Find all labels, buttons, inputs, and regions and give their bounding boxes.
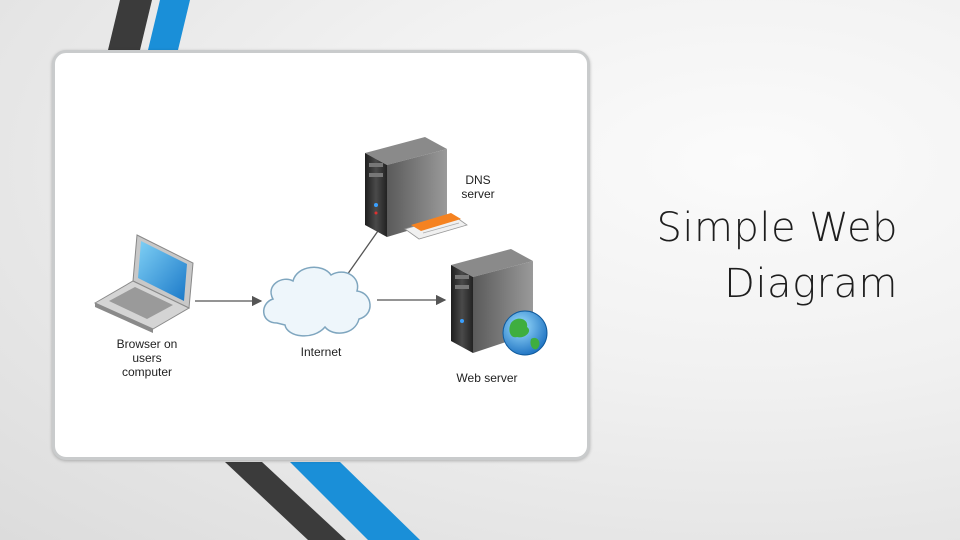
bottom-blue-stripe (290, 462, 420, 540)
dns-server-label: DNS server (461, 173, 495, 201)
title-line-1: Simple Web (656, 205, 898, 251)
globe-icon (502, 310, 548, 356)
network-diagram (93, 137, 548, 356)
server-icon (451, 249, 533, 353)
top-blue-stripe (148, 0, 190, 50)
document-icon (404, 213, 468, 240)
cloud-icon (263, 266, 371, 337)
web-server-label: Web server (456, 371, 518, 385)
browser-label: Browser on users computer (116, 337, 178, 379)
top-dark-stripe (108, 0, 152, 50)
laptop-icon (93, 234, 194, 333)
bottom-dark-stripe (225, 462, 346, 540)
slide-title: Simple Web Diagram (598, 200, 898, 312)
title-line-2: Diagram (724, 261, 898, 307)
diagram-frame: Browser on users computer Internet DNS s… (52, 50, 590, 460)
internet-label: Internet (300, 345, 342, 359)
server-icon (365, 137, 447, 237)
